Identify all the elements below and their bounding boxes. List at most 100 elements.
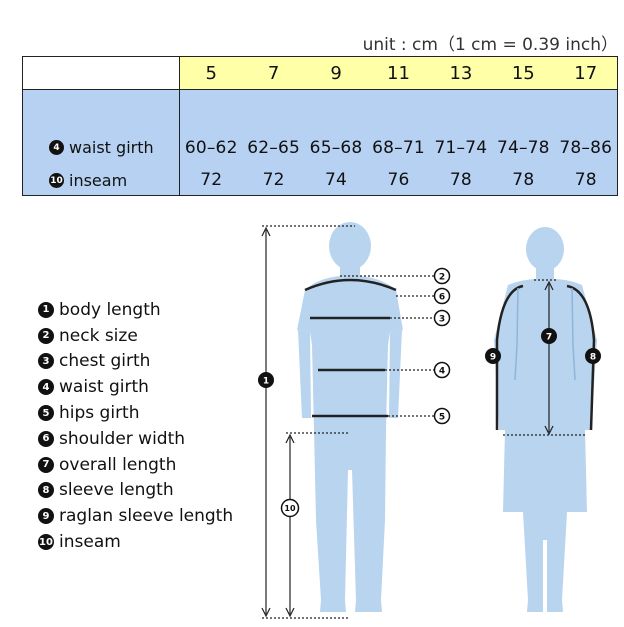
table-cell: 71–74 xyxy=(434,138,488,158)
row-labels-cell: 4 waist girth 10 inseam xyxy=(22,89,180,196)
marker-2-text: 2 xyxy=(439,273,445,283)
female-skirt xyxy=(503,430,587,512)
marker-10-badge: 10 xyxy=(49,173,64,188)
row-label-inseam: 10 inseam xyxy=(49,171,127,190)
size-11: 11 xyxy=(387,62,410,84)
table-cell: 68–71 xyxy=(372,138,425,158)
arrowhead xyxy=(285,433,295,444)
measurement-lines xyxy=(261,225,596,619)
table-cell: 74 xyxy=(325,170,348,190)
waist-label: waist girth xyxy=(69,138,154,157)
marker-9 xyxy=(485,348,501,364)
male-right-arm xyxy=(389,330,402,418)
list-item: 5 hips girth xyxy=(38,400,233,426)
male-left-arm xyxy=(298,330,311,418)
list-item: 1 body length xyxy=(38,297,233,323)
number-badge: 9 xyxy=(38,508,54,525)
marker-9-text: 9 xyxy=(490,353,496,363)
inseam-row: 72 72 74 76 78 78 78 xyxy=(180,170,617,190)
male-torso xyxy=(297,276,403,430)
dress-outline xyxy=(514,287,576,381)
legend-label: sleeve length xyxy=(59,480,174,501)
list-item: 9 raglan sleeve length xyxy=(38,503,233,529)
list-item: 8 sleeve length xyxy=(38,478,233,504)
male-head xyxy=(329,222,371,270)
arrowhead xyxy=(544,425,554,436)
legend-label: neck size xyxy=(59,325,138,346)
number-badge: 10 xyxy=(38,534,54,551)
table-cell: 78 xyxy=(449,170,472,190)
female-figure xyxy=(494,227,597,612)
marker-6-text: 6 xyxy=(439,293,445,303)
waist-row: 60–62 62–65 65–68 68–71 71–74 74–78 78–8… xyxy=(180,138,617,158)
marker-1 xyxy=(258,372,274,388)
table-cell: 72 xyxy=(262,170,285,190)
number-badge: 7 xyxy=(38,456,54,473)
legend-label: waist girth xyxy=(59,377,149,398)
table-cell: 60–62 xyxy=(184,138,238,158)
number-badge: 3 xyxy=(38,353,54,370)
number-badge: 4 xyxy=(38,379,54,396)
row-label-waist: 4 waist girth xyxy=(49,138,154,157)
marker-10-text: 10 xyxy=(284,504,296,513)
number-badge: 1 xyxy=(38,301,54,318)
marker-8 xyxy=(585,348,601,364)
inseam-label: inseam xyxy=(69,171,128,190)
marker-5 xyxy=(433,407,451,425)
size-7: 7 xyxy=(267,62,280,84)
list-item: 3 chest girth xyxy=(38,349,233,375)
table-cell: 76 xyxy=(387,170,410,190)
number-badge: 5 xyxy=(38,405,54,422)
arrowhead xyxy=(544,280,554,291)
size-5: 5 xyxy=(205,62,217,84)
list-item: 6 shoulder width xyxy=(38,426,233,452)
marker-4-text: 4 xyxy=(439,367,445,377)
number-markers: 1 2 6 3 4 5 10 7 9 8 xyxy=(258,267,601,518)
size-17: 17 xyxy=(574,62,598,84)
values-cell: 60–62 62–65 65–68 68–71 71–74 74–78 78–8… xyxy=(179,89,618,196)
female-neck xyxy=(536,266,554,280)
raglan-right xyxy=(566,284,596,431)
unit-note: unit : cm（1 cm = 0.39 inch） xyxy=(362,35,618,55)
number-badge: 6 xyxy=(38,430,54,447)
male-figure xyxy=(297,222,403,612)
marker-8-text: 8 xyxy=(590,353,596,363)
table-cell: 78 xyxy=(574,170,597,190)
marker-1-text: 1 xyxy=(263,377,269,387)
table-cell: 72 xyxy=(200,170,223,190)
number-badge: 2 xyxy=(38,327,54,344)
legend-label: raglan sleeve length xyxy=(59,506,234,527)
legend-label: hips girth xyxy=(59,403,140,424)
number-badge: 8 xyxy=(38,482,54,499)
female-legs xyxy=(523,512,567,612)
list-item: 2 neck size xyxy=(38,323,233,349)
marker-5-text: 5 xyxy=(439,413,445,423)
arrowhead xyxy=(261,607,271,618)
arrowhead xyxy=(261,226,271,237)
marker-4-badge: 4 xyxy=(49,140,64,155)
size-13: 13 xyxy=(449,62,473,84)
legend-label: shoulder width xyxy=(59,428,186,449)
raglan-left xyxy=(495,284,524,430)
table-cell: 78 xyxy=(512,170,535,190)
marker-2 xyxy=(433,267,451,285)
marker-6 xyxy=(433,287,451,305)
male-legs xyxy=(314,430,386,612)
table-cell: 74–78 xyxy=(496,138,550,158)
table-cell: 62–65 xyxy=(247,138,301,158)
legend-label: body length xyxy=(59,299,161,320)
size-9: 9 xyxy=(330,62,342,84)
marker-7-text: 7 xyxy=(546,333,552,343)
size-15: 15 xyxy=(511,62,535,84)
size-table: 5 7 9 11 13 15 17 4 waist girth 10 insea… xyxy=(22,56,618,196)
marker-4 xyxy=(433,361,451,379)
table-cell: 65–68 xyxy=(309,138,363,158)
marker-7 xyxy=(541,328,557,344)
female-head xyxy=(526,227,564,271)
legend-label: chest girth xyxy=(59,351,151,372)
legend-label: overall length xyxy=(59,454,177,475)
marker-3-text: 3 xyxy=(439,315,445,325)
list-item: 4 waist girth xyxy=(38,374,233,400)
